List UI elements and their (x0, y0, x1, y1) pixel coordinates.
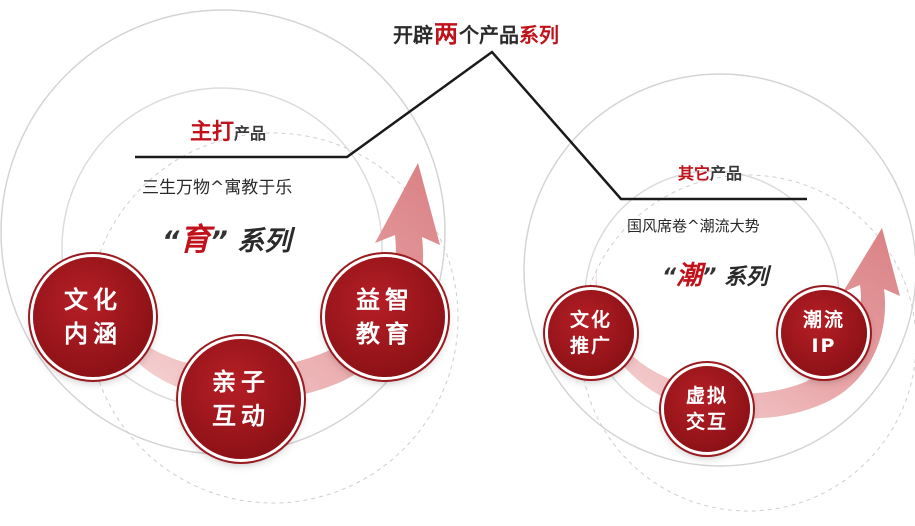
main-series-word: 系列 (227, 226, 292, 257)
other-product-tagline: 国风席卷^潮流大势 (627, 217, 760, 235)
title-suffix: 系列 (519, 23, 559, 47)
main-product-heading: 主打产品 (190, 114, 266, 146)
title-prefix: 开辟 (393, 23, 433, 47)
bubble-culture-promotion: 文化推广 (548, 290, 634, 376)
bubble-line: 推广 (569, 335, 612, 357)
bubble-culture-content: 文化内涵 (33, 257, 153, 377)
bubble-virtual-interaction: 虚拟交互 (664, 366, 750, 452)
other-series-word: 系列 (716, 265, 769, 290)
bubble-line: 亲子 (212, 368, 270, 396)
right-outer-ring (523, 73, 915, 467)
bubble-line: 文化 (64, 286, 122, 314)
main-series-close-quote: ” (210, 226, 228, 257)
other-series-name: “潮” 系列 (662, 255, 768, 292)
other-product-heading-em: 其它 (678, 164, 711, 183)
bubble-educational: 益智教育 (325, 257, 445, 377)
bubble-line: 虚拟 (685, 385, 728, 407)
bubble-line: 互动 (212, 402, 270, 430)
bubble-line: 潮流 (802, 309, 845, 331)
bubble-parent-child: 亲子互动 (181, 339, 301, 459)
bubble-line: 教育 (356, 320, 414, 348)
other-series-key: 潮 (676, 261, 703, 291)
diagram-title: 开辟两个产品系列 (393, 14, 559, 49)
connector-line (135, 50, 807, 201)
bubble-line: 益智 (356, 286, 414, 314)
bubble-line: 交互 (685, 411, 728, 433)
bubble-line: IP (811, 335, 837, 357)
left-dashed-ring (87, 132, 459, 504)
main-series-name: “育” 系列 (162, 214, 291, 259)
bubble-line: 内涵 (64, 320, 122, 348)
other-series-close-quote: ” (702, 265, 717, 290)
other-product-heading: 其它产品 (678, 160, 742, 184)
main-series-key: 育 (179, 222, 211, 258)
bubble-line: 文化 (569, 309, 612, 331)
main-product-heading-em: 主打 (190, 120, 235, 145)
main-series-open-quote: “ (162, 226, 180, 257)
main-product-heading-rest: 产品 (234, 124, 267, 143)
title-middle: 个产品 (459, 23, 519, 47)
other-product-heading-rest: 产品 (710, 164, 743, 183)
bubble-trend-ip: 潮流 IP (781, 290, 867, 376)
main-product-tagline: 三生万物^寓教于乐 (142, 178, 293, 198)
other-series-open-quote: “ (662, 265, 677, 290)
title-highlight: 两 (434, 20, 458, 48)
